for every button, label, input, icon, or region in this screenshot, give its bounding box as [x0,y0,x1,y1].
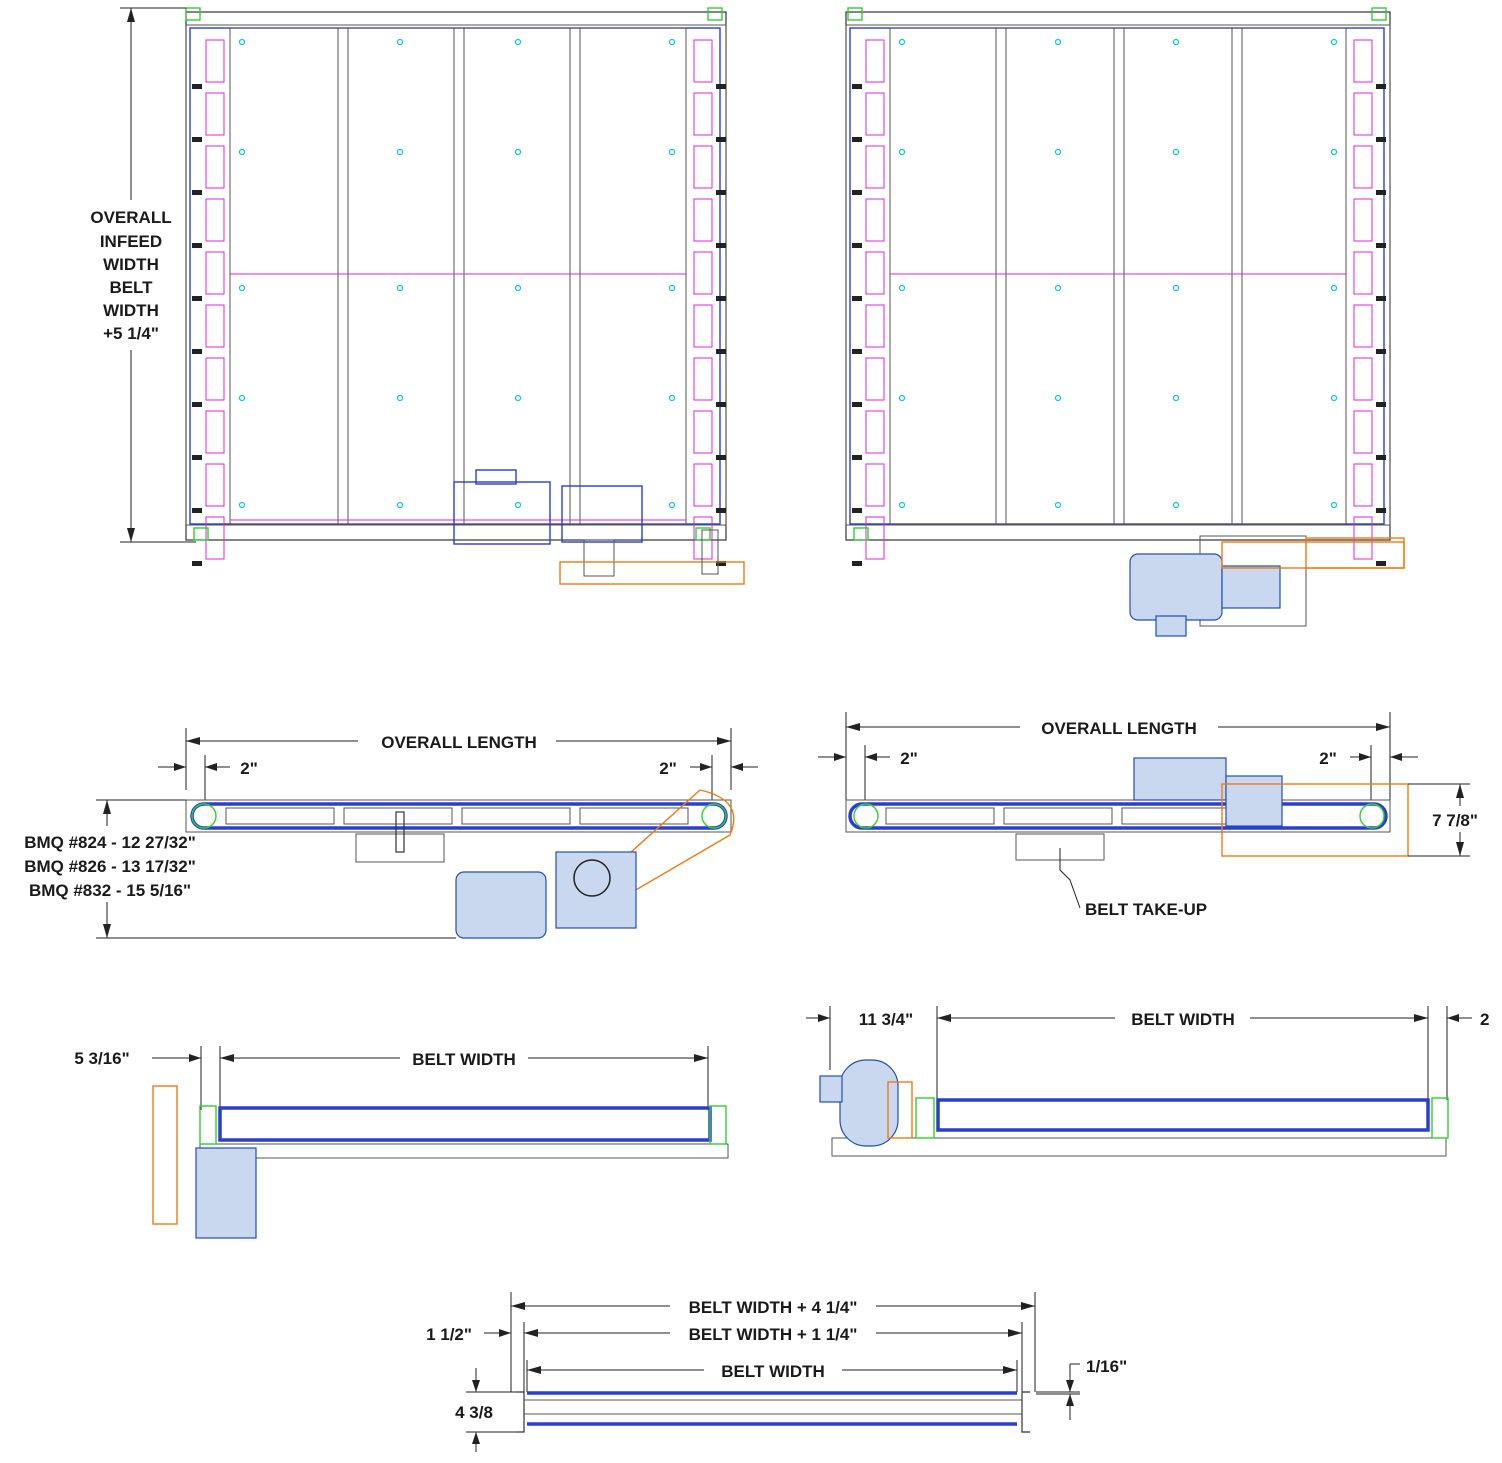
overall-infeed-width-line-6: +5 1/4" [103,324,159,343]
end-left-belt-width: BELT WIDTH [412,1050,516,1069]
overall-infeed-width-line-1: OVERALL [90,208,171,227]
side-right-offset-right: 2" [1319,749,1337,768]
end-right-offset-partial: 2 [1480,1010,1489,1029]
cross-side-offset: 1 1/2" [426,1325,472,1344]
height-bmq-824: BMQ #824 - 12 27/32" [24,833,196,852]
top-view-right [845,7,1405,637]
side-view-right: OVERALL LENGTH 2" 2" 7 7/8" BELT TAKE-UP [818,712,1478,919]
side-view-left: OVERALL LENGTH 2" 2" BMQ #824 - 12 27/32… [24,728,758,939]
side-right-overall-length: OVERALL LENGTH [1041,719,1197,738]
cross-outer-width: BELT WIDTH + 4 1/4" [689,1298,858,1317]
side-right-offset-left: 2" [900,749,918,768]
side-left-offset-right: 2" [659,759,677,778]
end-right-offset: 11 3/4" [859,1010,913,1029]
cross-inner-width: BELT WIDTH + 1 1/4" [689,1325,858,1344]
end-right-belt-width: BELT WIDTH [1131,1010,1235,1029]
side-right-height: 7 7/8" [1432,811,1478,830]
overall-infeed-width-line-3: WIDTH [103,255,159,274]
end-view-left: 5 3/16" BELT WIDTH [74,1046,729,1239]
cross-height: 4 3/8 [455,1403,493,1422]
overall-infeed-width-line-2: INFEED [100,232,162,251]
cross-belt-width: BELT WIDTH [721,1362,825,1381]
side-left-overall-length: OVERALL LENGTH [381,733,537,752]
side-left-offset-left: 2" [240,759,258,778]
overall-infeed-width-line-5: WIDTH [103,301,159,320]
cross-section: BELT WIDTH + 4 1/4" BELT WIDTH + 1 1/4" … [426,1292,1127,1452]
end-left-offset: 5 3/16" [74,1049,129,1068]
overall-infeed-width-line-4: BELT [109,278,153,297]
cross-gap: 1/16" [1086,1357,1127,1376]
height-bmq-832: BMQ #832 - 15 5/16" [29,881,191,900]
top-view-left: OVERALL INFEED WIDTH BELT WIDTH +5 1/4" [90,7,745,585]
height-bmq-826: BMQ #826 - 13 17/32" [24,857,196,876]
end-view-right: 11 3/4" BELT WIDTH 2 [806,1006,1489,1157]
belt-take-up-callout: BELT TAKE-UP [1085,900,1207,919]
